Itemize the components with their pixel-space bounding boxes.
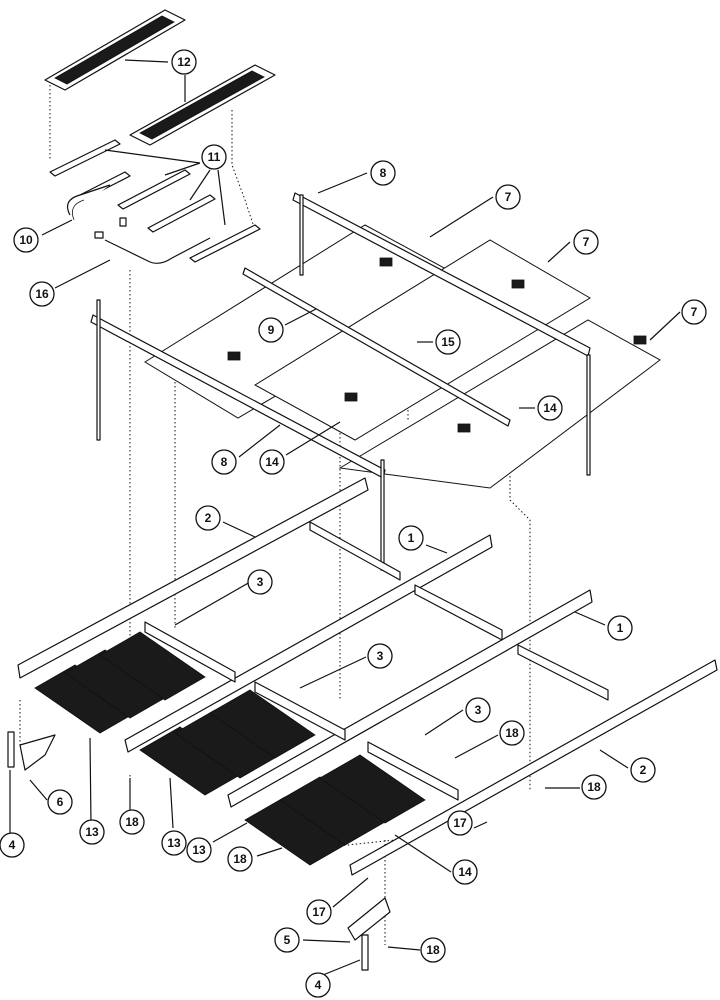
svg-text:18: 18 bbox=[125, 815, 139, 829]
corner-brackets bbox=[7, 731, 391, 971]
grating-panel-top bbox=[44, 9, 186, 91]
svg-text:14: 14 bbox=[543, 401, 557, 415]
callout-13-right: 13 bbox=[186, 837, 212, 863]
callout-4-left: 4 bbox=[0, 832, 25, 858]
callout-7-second: 7 bbox=[573, 229, 599, 255]
svg-text:9: 9 bbox=[268, 323, 275, 337]
side-channels bbox=[17, 477, 718, 876]
callout-2-left: 2 bbox=[195, 505, 221, 531]
callout-14-lower: 14 bbox=[452, 859, 478, 885]
callout-5: 5 bbox=[274, 927, 300, 953]
callout-16: 16 bbox=[29, 281, 55, 307]
svg-text:18: 18 bbox=[426, 943, 440, 957]
svg-text:8: 8 bbox=[221, 455, 228, 469]
svg-text:13: 13 bbox=[167, 836, 181, 850]
callout-1-upper: 1 bbox=[398, 525, 424, 551]
svg-text:3: 3 bbox=[257, 575, 264, 589]
svg-text:15: 15 bbox=[441, 335, 455, 349]
cross-members bbox=[144, 521, 609, 801]
callout-18-bottom-left: 18 bbox=[227, 846, 253, 872]
callout-7-first: 7 bbox=[495, 184, 521, 210]
callout-11: 11 bbox=[201, 144, 227, 170]
callout-14-middle: 14 bbox=[259, 449, 285, 475]
svg-text:11: 11 bbox=[208, 150, 221, 164]
svg-text:4: 4 bbox=[315, 978, 322, 992]
svg-text:2: 2 bbox=[640, 763, 647, 777]
callout-18-right-middle: 18 bbox=[581, 774, 607, 800]
svg-text:5: 5 bbox=[284, 933, 291, 947]
callout-17-right: 17 bbox=[447, 810, 473, 836]
svg-text:18: 18 bbox=[587, 780, 601, 794]
floor-gratings bbox=[34, 631, 426, 866]
callout-6: 6 bbox=[47, 789, 73, 815]
svg-text:14: 14 bbox=[458, 865, 472, 879]
callout-4-right: 4 bbox=[305, 972, 331, 998]
svg-text:8: 8 bbox=[380, 166, 387, 180]
callout-3-third: 3 bbox=[465, 697, 491, 723]
callout-13-left: 13 bbox=[79, 819, 105, 845]
callout-18-right-upper: 18 bbox=[499, 720, 525, 746]
svg-text:1: 1 bbox=[408, 531, 415, 545]
svg-text:7: 7 bbox=[691, 305, 698, 319]
svg-text:13: 13 bbox=[85, 825, 99, 839]
callout-18-bottom-right: 18 bbox=[420, 937, 446, 963]
callout-2-right: 2 bbox=[630, 757, 656, 783]
svg-text:4: 4 bbox=[9, 838, 16, 852]
svg-text:18: 18 bbox=[233, 852, 247, 866]
svg-text:12: 12 bbox=[177, 55, 191, 69]
callout-18-left: 18 bbox=[119, 809, 145, 835]
callout-17-left: 17 bbox=[306, 899, 332, 925]
handrail bbox=[67, 184, 211, 264]
callout-14-upper: 14 bbox=[537, 395, 563, 421]
callout-8-lower: 8 bbox=[211, 449, 237, 475]
svg-text:13: 13 bbox=[192, 843, 206, 857]
leader-lines bbox=[9, 59, 681, 978]
svg-text:17: 17 bbox=[312, 905, 326, 919]
callout-8-upper: 8 bbox=[370, 160, 396, 186]
callout-1-lower: 1 bbox=[607, 615, 633, 641]
svg-text:1: 1 bbox=[617, 621, 624, 635]
svg-text:10: 10 bbox=[19, 233, 33, 247]
svg-text:6: 6 bbox=[57, 795, 64, 809]
svg-text:2: 2 bbox=[205, 511, 212, 525]
svg-text:3: 3 bbox=[377, 649, 384, 663]
svg-text:7: 7 bbox=[583, 235, 590, 249]
svg-text:3: 3 bbox=[475, 703, 482, 717]
svg-text:14: 14 bbox=[265, 455, 279, 469]
callout-12: 12 bbox=[171, 49, 197, 75]
floor-plates bbox=[144, 224, 661, 489]
callout-3-second: 3 bbox=[367, 643, 393, 669]
svg-text:18: 18 bbox=[505, 726, 519, 740]
callout-9: 9 bbox=[258, 317, 284, 343]
callout-15: 15 bbox=[435, 329, 461, 355]
svg-text:7: 7 bbox=[505, 190, 512, 204]
callout-3-first: 3 bbox=[247, 569, 273, 595]
callout-13-middle: 13 bbox=[161, 830, 187, 856]
upper-rails bbox=[90, 192, 591, 479]
grating-panel-lower bbox=[129, 64, 276, 146]
callout-10: 10 bbox=[13, 227, 39, 253]
callout-7-third: 7 bbox=[681, 299, 707, 325]
angle-brackets bbox=[49, 139, 261, 263]
svg-text:16: 16 bbox=[35, 287, 49, 301]
support-posts bbox=[96, 194, 591, 571]
svg-text:17: 17 bbox=[453, 816, 467, 830]
